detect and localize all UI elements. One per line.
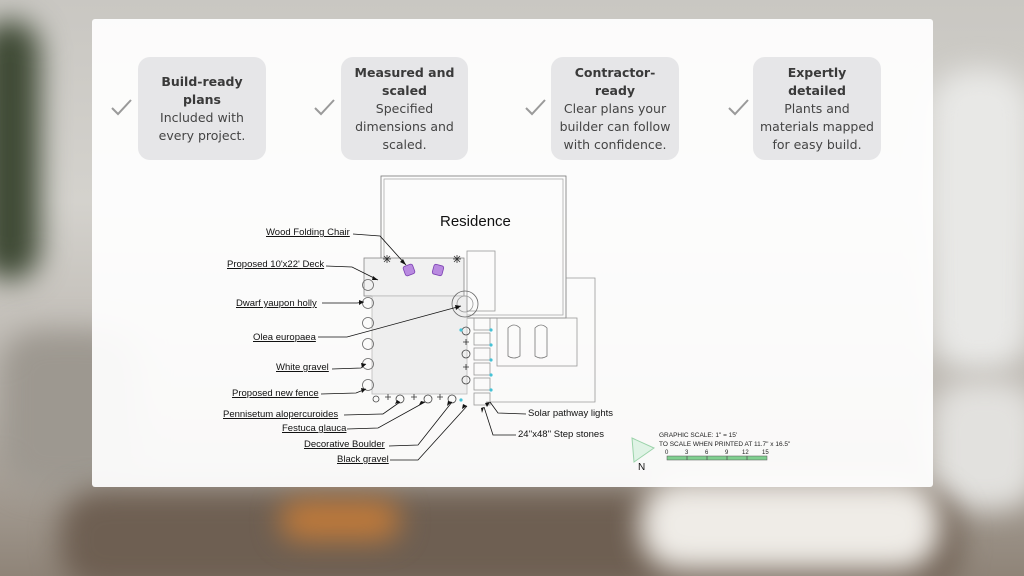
scale-tick: 3	[685, 450, 689, 456]
feature-title: Expertly detailed	[787, 64, 847, 98]
callout-decorative-boulder: Decorative Boulder	[304, 439, 385, 450]
deck	[363, 257, 465, 297]
gravel-area	[371, 295, 468, 395]
car	[507, 324, 521, 359]
feature-card-expertly-detailed: Expertly detailed Plants and materials m…	[753, 57, 881, 160]
feature-title: Contractor-ready	[574, 64, 656, 98]
olea-europaea	[451, 290, 479, 318]
scale-tick: 9	[725, 450, 729, 456]
callout-step-stones: 24''x48'' Step stones	[518, 429, 604, 440]
check-icon	[525, 99, 546, 116]
feature-title: Measured and scaled	[354, 64, 455, 98]
driveway	[496, 317, 578, 367]
callout-dwarf-yaupon-holly: Dwarf yaupon holly	[236, 298, 317, 309]
feature-card-measured: Measured and scaled Specified dimensions…	[341, 57, 468, 160]
callout-pennisetum: Pennisetum alopercuroides	[223, 409, 339, 420]
check-icon	[728, 99, 749, 116]
wood-folding-chair	[402, 263, 445, 277]
check-icon	[111, 99, 132, 116]
callout-black-gravel: Black gravel	[337, 454, 389, 465]
residence-outline	[380, 175, 567, 319]
north-arrow-icon	[631, 437, 656, 463]
scale-tick: 0	[665, 450, 669, 456]
feature-card-build-ready: Build-ready plans Included with every pr…	[138, 57, 266, 160]
car	[534, 324, 548, 359]
feature-title: Build-ready plans	[161, 73, 243, 107]
graphic-scale-title: GRAPHIC SCALE: 1" = 15'	[659, 432, 738, 439]
festuca-glauca	[383, 255, 469, 400]
check-icon	[314, 99, 335, 116]
callout-white-gravel: White gravel	[276, 362, 329, 373]
callout-olea-europaea: Olea europaea	[253, 332, 316, 343]
step-stones	[473, 317, 491, 406]
scale-tick: 6	[705, 450, 709, 456]
feature-body: Plants and materials mapped for easy bui…	[760, 100, 874, 152]
scale-tick: 12	[742, 450, 749, 456]
feature-body: Specified dimensions and scaled.	[355, 100, 454, 152]
callout-festuca-glauca: Festuca glauca	[282, 423, 347, 434]
callout-proposed-deck: Proposed 10'x22' Deck	[227, 259, 325, 270]
callout-proposed-fence: Proposed new fence	[232, 388, 319, 399]
solar-pathway-lights	[459, 328, 493, 402]
graphic-scale-note: TO SCALE WHEN PRINTED AT 11.7" x 16.5"	[659, 441, 791, 448]
residence-label: Residence	[440, 213, 511, 230]
dwarf-yaupon-holly	[362, 279, 374, 391]
callout-solar-pathway-lights: Solar pathway lights	[528, 408, 614, 419]
callout-wood-folding-chair: Wood Folding Chair	[266, 227, 350, 238]
feature-body: Included with every project.	[158, 109, 246, 143]
pennisetum	[372, 326, 471, 404]
scale-bar	[666, 455, 768, 461]
feature-body: Clear plans your builder can follow with…	[559, 100, 671, 152]
north-label: N	[638, 462, 646, 473]
feature-card-contractor-ready: Contractor-ready Clear plans your builde…	[551, 57, 679, 160]
scale-tick: 15	[762, 450, 769, 456]
